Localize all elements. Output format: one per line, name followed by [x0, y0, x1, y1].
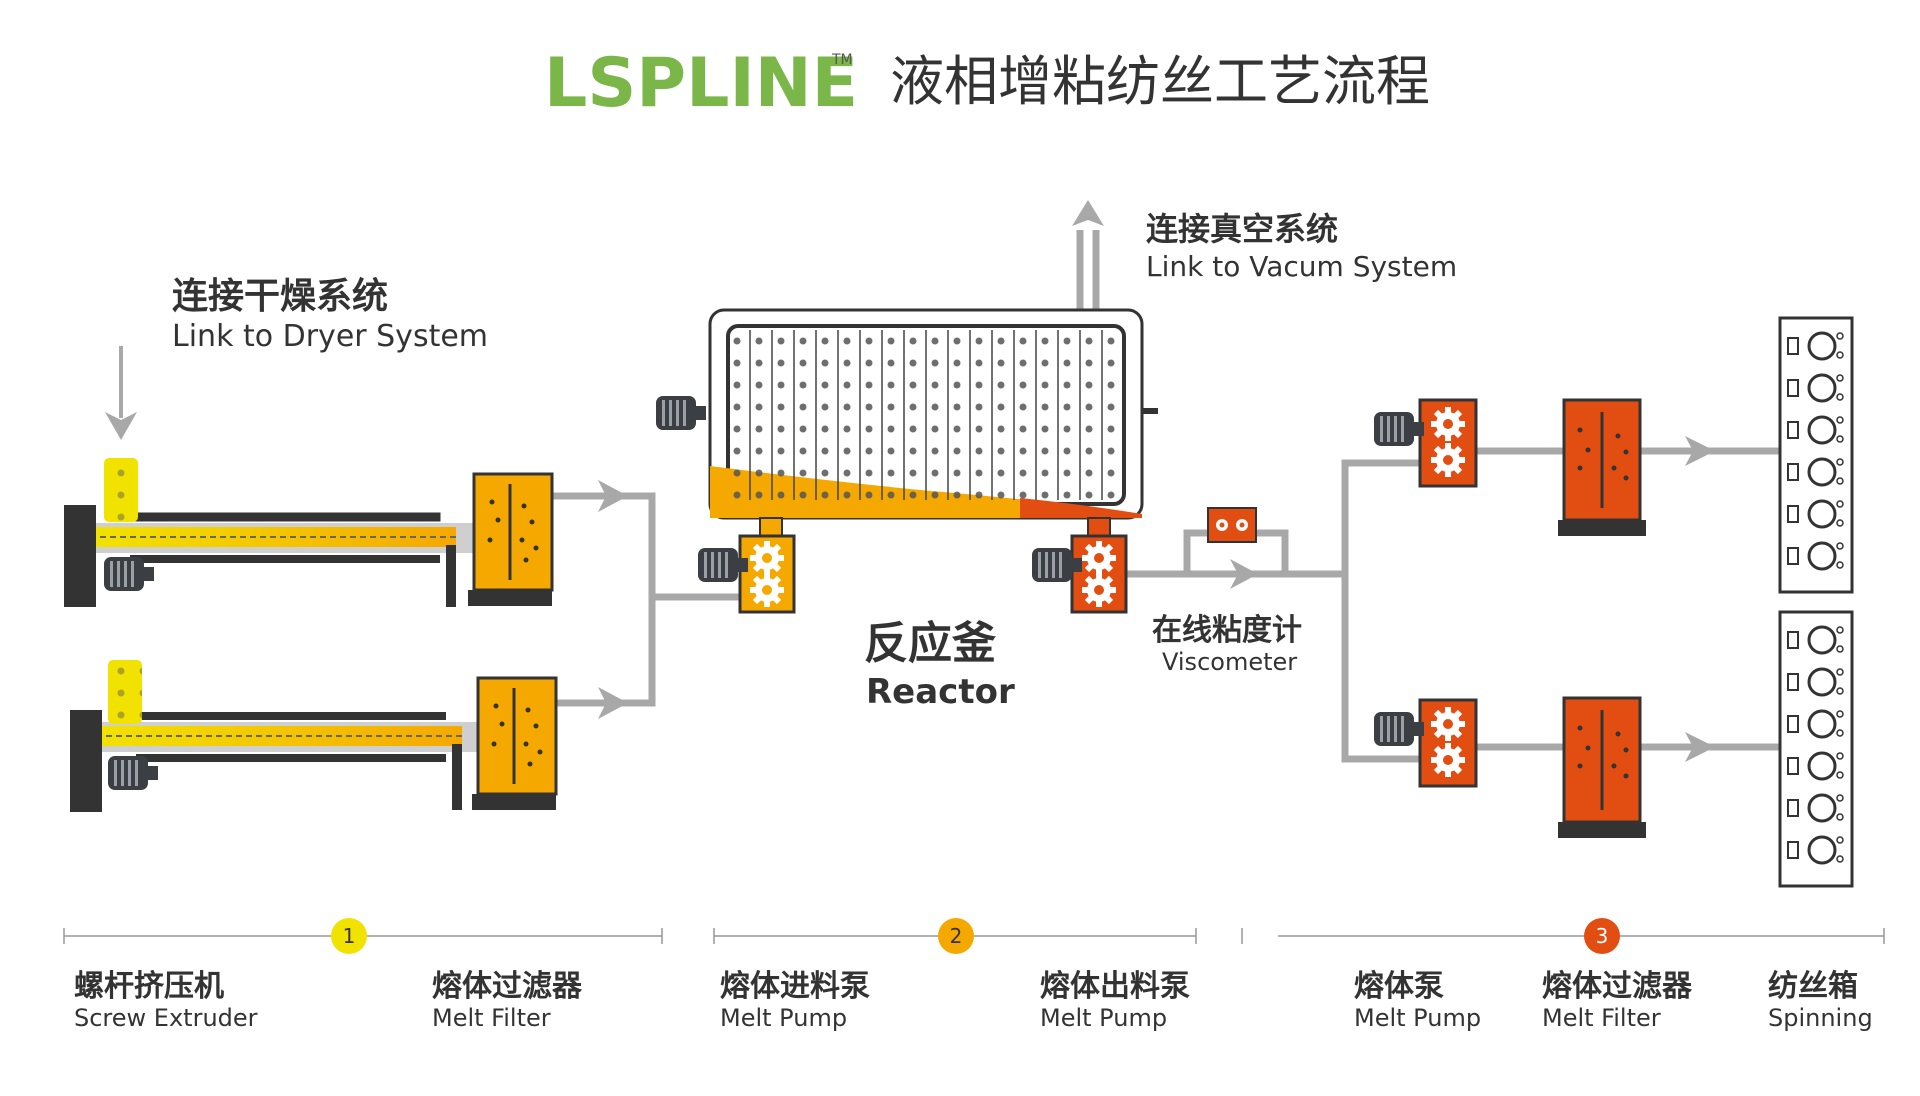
stage-3-number: 3	[1596, 924, 1609, 948]
reactor-label-en: Reactor	[866, 672, 1015, 712]
viscometer-unit	[1207, 507, 1257, 543]
stage-label-melt-filter-2-en: Melt Filter	[1542, 1004, 1661, 1032]
viscometer-label-en: Viscometer	[1162, 648, 1297, 676]
melt-filter-lower	[1558, 696, 1646, 838]
stage-1-number: 1	[343, 924, 356, 948]
melt-pump-lower	[1374, 698, 1478, 788]
stage-label-discharge-pump-cn: 熔体出料泵	[1040, 969, 1190, 1004]
stage-label-melt-pump-cn: 熔体泵	[1354, 969, 1444, 1004]
melt-filter-1	[472, 472, 554, 592]
stage-label-feed-pump-en: Melt Pump	[720, 1004, 847, 1032]
reactor-label-cn: 反应釜	[864, 618, 996, 669]
stage-label-melt-filter-2-cn: 熔体过滤器	[1542, 969, 1693, 1004]
viscometer-label-cn: 在线粘度计	[1152, 613, 1302, 648]
vacuum-link-label-cn: 连接真空系统	[1146, 210, 1338, 248]
stage-2-number: 2	[950, 924, 963, 948]
stage-label-screw-extruder-en: Screw Extruder	[74, 1004, 258, 1032]
spinning-box-upper	[1778, 316, 1854, 594]
discharge-melt-pump	[1032, 517, 1128, 614]
dryer-link-label-cn: 连接干燥系统	[172, 276, 388, 317]
stage-label-melt-pump-en: Melt Pump	[1354, 1004, 1481, 1032]
screw-extruder-1	[64, 458, 554, 607]
stage-label-melt-filter-1-cn: 熔体过滤器	[432, 969, 583, 1004]
stage-label-spinning-en: Spinning	[1768, 1004, 1873, 1032]
reactor-vessel	[656, 308, 1158, 520]
stage-1-marker	[331, 918, 367, 954]
stage-label-screw-extruder-cn: 螺杆挤压机	[74, 969, 224, 1004]
stage-3-marker	[1584, 918, 1620, 954]
melt-filter-upper	[1558, 398, 1646, 536]
vacuum-link-label-en: Link to Vacum System	[1146, 250, 1457, 283]
flow-arrows	[105, 200, 1715, 762]
stage-2-marker	[938, 918, 974, 954]
stage-label-melt-filter-1-en: Melt Filter	[432, 1004, 551, 1032]
melt-pump-upper-motor	[1374, 412, 1424, 446]
brand-logo-trademark: TM	[831, 52, 853, 68]
feed-melt-pump	[698, 517, 796, 614]
stage-label-feed-pump-cn: 熔体进料泵	[720, 969, 870, 1004]
page-title: 液相增粘纺丝工艺流程	[890, 50, 1430, 113]
melt-filter-2	[476, 676, 558, 796]
screw-extruder-2	[70, 660, 558, 812]
spinning-box-lower	[1778, 610, 1854, 888]
melt-pump-upper	[1374, 398, 1478, 488]
melt-pump-lower-motor	[1374, 712, 1424, 746]
stage-label-discharge-pump-en: Melt Pump	[1040, 1004, 1167, 1032]
dryer-link-label-en: Link to Dryer System	[172, 319, 488, 354]
stage-label-spinning-cn: 纺丝箱	[1768, 969, 1858, 1004]
reactor-motor	[656, 396, 706, 430]
brand-logo: LSPLINE	[544, 44, 858, 123]
